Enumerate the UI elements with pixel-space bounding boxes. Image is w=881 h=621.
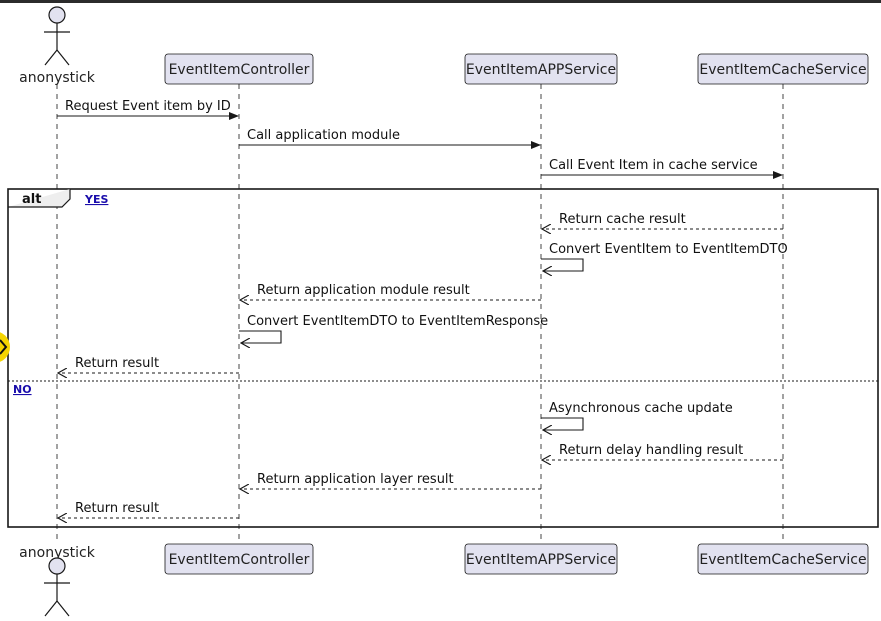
actor-leg-right — [56, 49, 70, 66]
alt-keyword: alt — [22, 192, 41, 207]
message-6: Return application module result — [240, 283, 541, 300]
message-arrow — [541, 258, 584, 271]
actor-leg-right — [56, 600, 70, 617]
participant-box-app-bottom — [464, 543, 618, 575]
actor-head — [48, 6, 66, 24]
participant-box-app-top — [464, 53, 618, 85]
message-label: Convert EventItemDTO to EventItemRespons… — [247, 314, 548, 329]
message-1: Request Event item by ID — [57, 99, 239, 120]
participant-label-cache-top: EventItemCacheService — [699, 62, 866, 78]
alt-frame-border — [7, 188, 879, 528]
alt-frame-tab — [8, 189, 71, 208]
message-label: Return cache result — [559, 212, 686, 227]
participant-label-app-top: EventItemAPPService — [466, 62, 616, 78]
message-label: Return result — [75, 356, 159, 371]
participant-label-user-top: anonystick — [19, 70, 96, 86]
side-marker-chevron — [0, 339, 8, 355]
participant-box-cache-bottom — [697, 543, 869, 575]
messages: Request Event item by ID Call application… — [57, 99, 788, 518]
participant-label-ctrl-top: EventItemController — [169, 62, 310, 78]
lifelines — [56, 84, 784, 544]
message-11: Return application layer result — [240, 472, 541, 489]
participant-label-app-bottom: EventItemAPPService — [466, 552, 616, 568]
message-arrow — [541, 417, 584, 430]
alt-fragment: alt YES NO — [7, 188, 879, 528]
participant-label-ctrl-bottom: EventItemController — [169, 552, 310, 568]
participant-box-cache-top — [697, 53, 869, 85]
actor-head — [48, 557, 66, 575]
window-top-bar — [0, 0, 881, 3]
message-label: Asynchronous cache update — [549, 401, 733, 416]
message-7: Convert EventItemDTO to EventItemRespons… — [239, 314, 548, 343]
message-label: Return application layer result — [257, 472, 454, 487]
message-8: Return result — [58, 356, 239, 373]
message-label: Return result — [75, 501, 159, 516]
actor-leg-left — [44, 600, 58, 617]
message-label: Request Event item by ID — [65, 99, 231, 114]
guard-yes-link[interactable]: YES — [84, 193, 108, 206]
message-9: Asynchronous cache update — [541, 401, 733, 430]
actor-leg-left — [44, 49, 58, 66]
chevron-right-icon — [0, 332, 10, 362]
message-label: Return application module result — [257, 283, 470, 298]
message-arrow — [239, 330, 282, 343]
message-label: Return delay handling result — [559, 443, 743, 458]
participants: anonystickanonystickEventItemControllerE… — [19, 6, 869, 617]
message-label: Call application module — [247, 128, 400, 143]
guard-no-link[interactable]: NO — [13, 383, 32, 396]
message-3: Call Event Item in cache service — [541, 158, 783, 179]
participant-label-cache-bottom: EventItemCacheService — [699, 552, 866, 568]
actor-icon-top — [44, 6, 70, 66]
participant-box-ctrl-top — [164, 53, 314, 85]
message-4: Return cache result — [542, 212, 783, 229]
message-label: Call Event Item in cache service — [549, 158, 758, 173]
message-5: Convert EventItem to EventItemDTO — [541, 242, 788, 271]
message-2: Call application module — [239, 128, 541, 149]
message-12: Return result — [58, 501, 239, 518]
message-label: Convert EventItem to EventItemDTO — [549, 242, 788, 257]
participant-box-ctrl-bottom — [164, 543, 314, 575]
participant-label-user-bottom: anonystick — [19, 545, 96, 561]
message-10: Return delay handling result — [542, 443, 783, 460]
actor-icon-bottom — [44, 557, 70, 617]
